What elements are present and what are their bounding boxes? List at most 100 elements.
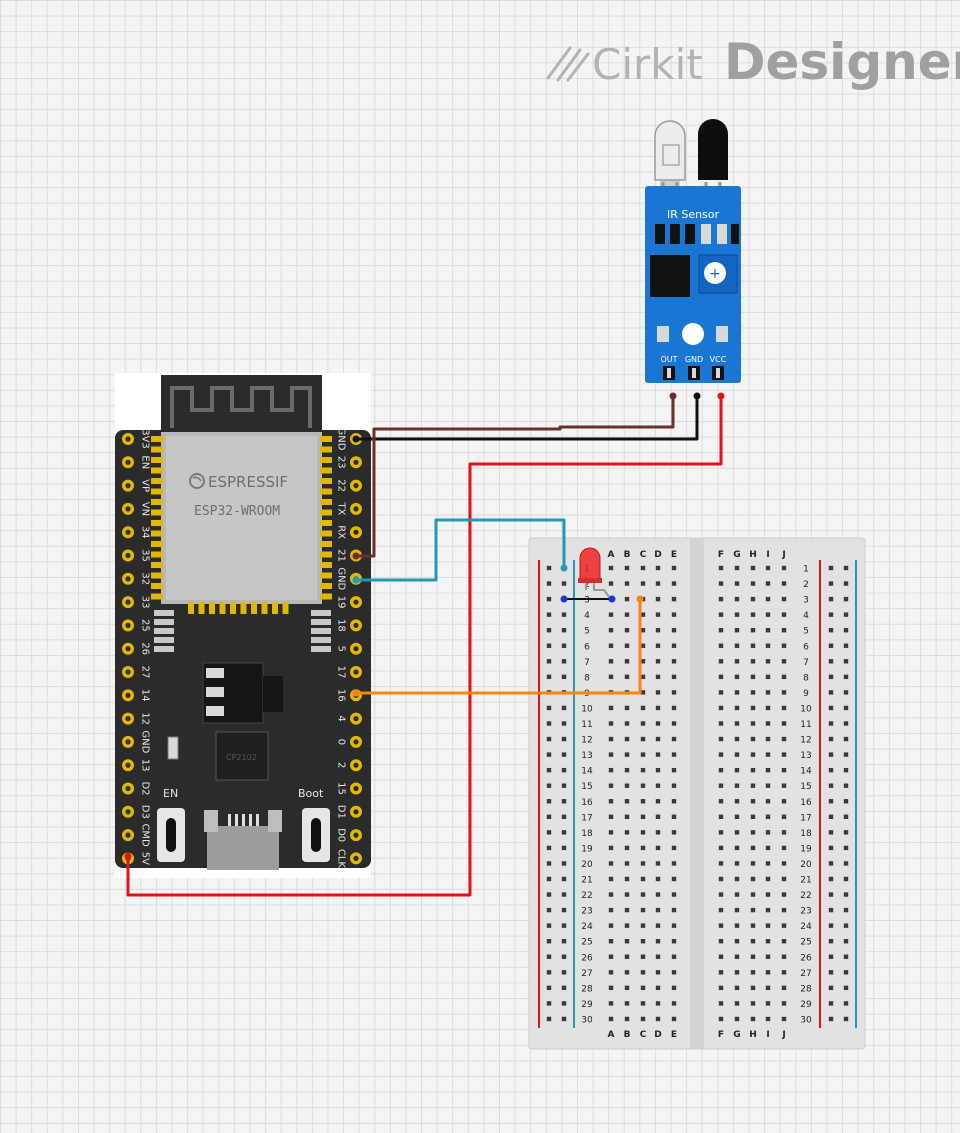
breadboard-hole[interactable] (734, 845, 740, 851)
rail-hole[interactable] (828, 907, 834, 913)
breadboard-hole[interactable] (624, 783, 630, 788)
breadboard-hole[interactable] (624, 596, 630, 602)
breadboard[interactable]: 1122334455667788991010111112121313141415… (528, 537, 866, 1050)
rail-hole[interactable] (561, 674, 567, 680)
rail-hole[interactable] (828, 923, 834, 928)
rail-hole[interactable] (828, 1016, 834, 1022)
rail-hole[interactable] (546, 596, 552, 602)
breadboard-hole[interactable] (655, 939, 661, 944)
rail-hole[interactable] (828, 690, 834, 695)
rail-hole[interactable] (828, 861, 834, 866)
breadboard-hole[interactable] (608, 861, 614, 866)
breadboard-hole[interactable] (750, 1001, 756, 1006)
breadboard-hole[interactable] (624, 752, 630, 757)
rail-hole[interactable] (828, 643, 834, 648)
rail-hole[interactable] (828, 1001, 834, 1006)
breadboard-hole[interactable] (655, 659, 661, 664)
rail-hole[interactable] (546, 861, 552, 866)
breadboard-hole[interactable] (750, 830, 756, 835)
breadboard-hole[interactable] (750, 923, 756, 928)
breadboard-hole[interactable] (718, 596, 724, 602)
rail-hole[interactable] (843, 643, 849, 648)
breadboard-hole[interactable] (781, 612, 787, 617)
breadboard-hole[interactable] (781, 628, 787, 633)
breadboard-hole[interactable] (608, 970, 614, 975)
breadboard-hole[interactable] (781, 690, 787, 695)
breadboard-hole[interactable] (750, 970, 756, 975)
breadboard-hole[interactable] (765, 565, 771, 571)
breadboard-hole[interactable] (655, 970, 661, 975)
rail-hole[interactable] (828, 721, 834, 726)
rail-hole[interactable] (828, 799, 834, 804)
rail-hole[interactable] (561, 783, 567, 788)
breadboard-hole[interactable] (640, 830, 646, 835)
breadboard-hole[interactable] (781, 736, 787, 742)
breadboard-hole[interactable] (781, 845, 787, 851)
breadboard-hole[interactable] (718, 721, 724, 726)
breadboard-hole[interactable] (765, 845, 771, 851)
breadboard-hole[interactable] (608, 814, 614, 819)
breadboard-hole[interactable] (781, 830, 787, 835)
breadboard-hole[interactable] (624, 814, 630, 819)
breadboard-hole[interactable] (608, 767, 614, 773)
breadboard-hole[interactable] (750, 939, 756, 944)
breadboard-hole[interactable] (781, 581, 787, 586)
breadboard-hole[interactable] (718, 752, 724, 757)
rail-hole[interactable] (561, 752, 567, 757)
breadboard-hole[interactable] (624, 861, 630, 866)
breadboard-hole[interactable] (734, 767, 740, 773)
rail-hole[interactable] (828, 596, 834, 602)
breadboard-hole[interactable] (765, 581, 771, 586)
wire-orange-gpio16[interactable] (354, 597, 642, 695)
breadboard-hole[interactable] (624, 767, 630, 773)
breadboard-hole[interactable] (640, 814, 646, 819)
breadboard-hole[interactable] (640, 799, 646, 804)
breadboard-hole[interactable] (781, 783, 787, 788)
breadboard-hole[interactable] (608, 923, 614, 928)
breadboard-hole[interactable] (624, 939, 630, 944)
breadboard-hole[interactable] (640, 643, 646, 648)
rail-hole[interactable] (546, 628, 552, 633)
breadboard-hole[interactable] (750, 814, 756, 819)
breadboard-hole[interactable] (781, 814, 787, 819)
breadboard-hole[interactable] (640, 659, 646, 664)
breadboard-hole[interactable] (671, 907, 677, 913)
rail-hole[interactable] (828, 970, 834, 975)
breadboard-hole[interactable] (624, 985, 630, 991)
breadboard-hole[interactable] (671, 830, 677, 835)
breadboard-hole[interactable] (640, 581, 646, 586)
breadboard-hole[interactable] (734, 705, 740, 711)
breadboard-hole[interactable] (640, 1001, 646, 1006)
breadboard-hole[interactable] (718, 939, 724, 944)
breadboard-hole[interactable] (750, 705, 756, 711)
breadboard-hole[interactable] (781, 643, 787, 648)
breadboard-hole[interactable] (671, 565, 677, 571)
breadboard-hole[interactable] (671, 674, 677, 680)
rail-hole[interactable] (546, 1001, 552, 1006)
breadboard-hole[interactable] (781, 565, 787, 571)
breadboard-hole[interactable] (750, 581, 756, 586)
rail-hole[interactable] (561, 659, 567, 664)
breadboard-hole[interactable] (765, 612, 771, 617)
breadboard-hole[interactable] (671, 736, 677, 742)
breadboard-hole[interactable] (718, 643, 724, 648)
breadboard-hole[interactable] (734, 907, 740, 913)
breadboard-hole[interactable] (655, 612, 661, 617)
rail-hole[interactable] (843, 767, 849, 773)
breadboard-hole[interactable] (765, 830, 771, 835)
rail-hole[interactable] (546, 876, 552, 882)
breadboard-hole[interactable] (655, 581, 661, 586)
breadboard-hole[interactable] (750, 612, 756, 617)
rail-hole[interactable] (561, 954, 567, 959)
breadboard-hole[interactable] (734, 628, 740, 633)
breadboard-hole[interactable] (718, 876, 724, 882)
breadboard-hole[interactable] (750, 721, 756, 726)
breadboard-hole[interactable] (671, 1016, 677, 1022)
rail-hole[interactable] (546, 752, 552, 757)
breadboard-hole[interactable] (608, 892, 614, 897)
breadboard-hole[interactable] (655, 845, 661, 851)
wire-red-vcc[interactable] (126, 394, 723, 897)
rail-hole[interactable] (828, 939, 834, 944)
breadboard-hole[interactable] (718, 659, 724, 664)
breadboard-hole[interactable] (655, 876, 661, 882)
